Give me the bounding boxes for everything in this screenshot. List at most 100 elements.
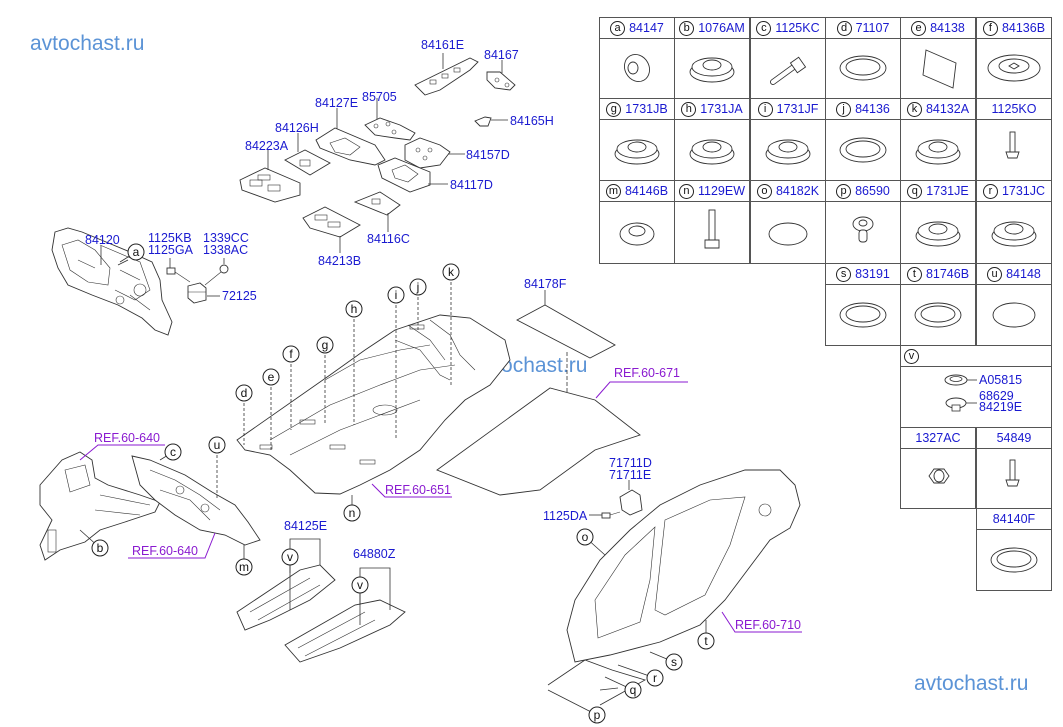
callout-j[interactable]: j	[409, 278, 427, 296]
cell-letter-badge: f	[982, 21, 998, 36]
parts-table-cell-84140F[interactable]: 84140F	[976, 508, 1052, 591]
bolt-1125DA-part[interactable]	[601, 512, 611, 519]
part-label-64880Z: 64880Z	[353, 547, 396, 561]
parts-table-cell-54849[interactable]: 54849	[976, 427, 1052, 509]
part-label-84161E: 84161E	[421, 38, 464, 52]
bracket-71711D-part[interactable]	[619, 489, 643, 516]
ref-60-671[interactable]: REF.60-671	[614, 366, 680, 380]
callout-u[interactable]: u	[208, 436, 226, 454]
nut-1339CC-part[interactable]	[219, 264, 229, 274]
callout-f[interactable]: f	[282, 345, 300, 363]
cell-header: 1327AC	[901, 428, 975, 449]
callout-c[interactable]: c	[164, 443, 182, 461]
callout-letter: k	[448, 265, 455, 279]
pad-84165H-part[interactable]	[474, 116, 492, 127]
bolt-1125KB-part[interactable]	[166, 267, 191, 283]
parts-table-cell-1327AC[interactable]: 1327AC	[900, 427, 976, 509]
cell-letter-badge: e	[911, 21, 927, 36]
pad-84178F-part[interactable]	[516, 304, 616, 359]
pad-84116C-part[interactable]	[353, 191, 401, 216]
callout-n[interactable]: n	[343, 504, 361, 522]
parts-table-cell-v-group[interactable]: v A05815 68629 84219E	[900, 345, 1052, 428]
callout-v[interactable]: v	[281, 548, 299, 566]
pad-84161E-part[interactable]	[414, 57, 479, 96]
callout-h[interactable]: h	[345, 300, 363, 318]
callout-v[interactable]: v	[351, 576, 369, 594]
callout-a[interactable]: a	[127, 243, 145, 261]
pad-84127E-part[interactable]	[315, 127, 386, 166]
dash-insulator-part[interactable]	[51, 227, 173, 336]
flat-disc-icon	[751, 201, 825, 263]
floor-panel-part[interactable]	[236, 314, 511, 495]
plug-icon	[600, 119, 674, 180]
pad-84223A-part[interactable]	[239, 167, 301, 203]
insulator-pad-72125-part[interactable]	[187, 282, 207, 304]
parts-table-cell-1125KO[interactable]: 1125KO	[976, 98, 1052, 181]
front-side-member-part	[39, 451, 161, 561]
callout-o[interactable]: o	[576, 528, 594, 546]
cell-letter-badge: k	[906, 102, 922, 117]
pad-84167-part[interactable]	[486, 71, 516, 91]
cell-letter-badge: s	[836, 267, 852, 282]
part-label-84125E: 84125E	[284, 519, 327, 533]
callout-p[interactable]: p	[588, 706, 606, 724]
ring-plug-icon	[826, 119, 900, 180]
ref-60-651[interactable]: REF.60-651	[385, 483, 451, 497]
sill-panel-84125E-part[interactable]	[236, 564, 336, 631]
ref-60-640-left[interactable]: REF.60-640	[94, 431, 160, 445]
callout-r[interactable]: r	[646, 669, 664, 687]
callout-s[interactable]: s	[665, 653, 683, 671]
callout-b[interactable]: b	[91, 539, 109, 557]
callout-e[interactable]: e	[262, 368, 280, 386]
ref-60-640-lower[interactable]: REF.60-640	[132, 544, 198, 558]
pad-84117D-part[interactable]	[377, 157, 431, 193]
callout-q[interactable]: q	[624, 681, 642, 699]
cell-letter-badge: b	[679, 21, 695, 36]
ring-plug-icon	[826, 38, 900, 98]
callout-letter: e	[268, 370, 275, 384]
sill-panel-64880Z-part[interactable]	[284, 599, 406, 663]
pad-84213B-part[interactable]	[302, 206, 361, 238]
part-label-84223A: 84223A	[245, 139, 289, 153]
part-label-84157D: 84157D	[466, 148, 510, 162]
callout-letter: q	[630, 683, 637, 697]
callout-i[interactable]: i	[387, 286, 405, 304]
cell-part-number: 1731JF	[776, 102, 819, 116]
callout-m[interactable]: m	[235, 558, 253, 576]
callout-d[interactable]: d	[235, 384, 253, 402]
pad-85705-part[interactable]	[364, 117, 416, 141]
pad-84126H-part[interactable]	[284, 149, 331, 176]
callout-t[interactable]: t	[697, 632, 715, 650]
pad-84157D-part[interactable]	[404, 137, 451, 169]
callout-letter: v	[287, 550, 293, 564]
cell-part-number: 86590	[855, 184, 890, 198]
callout-k[interactable]: k	[442, 263, 460, 281]
watermark-top-left: avtochast.ru	[30, 32, 145, 55]
callout-g[interactable]: g	[316, 336, 334, 354]
ref-60-710[interactable]: REF.60-710	[735, 618, 801, 632]
part-label-84165H: 84165H	[510, 114, 554, 128]
